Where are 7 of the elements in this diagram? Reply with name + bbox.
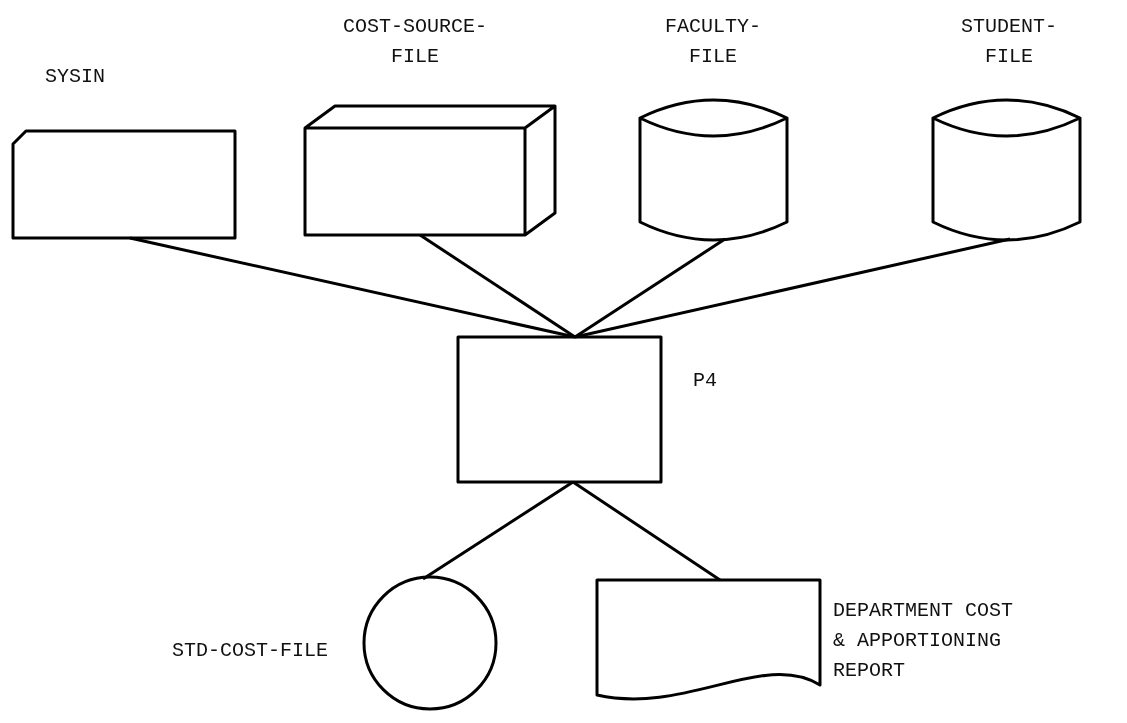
node-label: STUDENT- FILE — [960, 14, 1058, 70]
node-label: SYSIN — [44, 64, 106, 90]
node-label: FACULTY- FILE — [664, 14, 762, 70]
node-label: DEPARTMENT COST & APPORTIONING REPORT — [833, 598, 1013, 684]
node-label: STD-COST-FILE — [172, 638, 330, 664]
node-label: COST-SOURCE- FILE — [342, 14, 488, 70]
node-label: P4 — [693, 368, 718, 394]
